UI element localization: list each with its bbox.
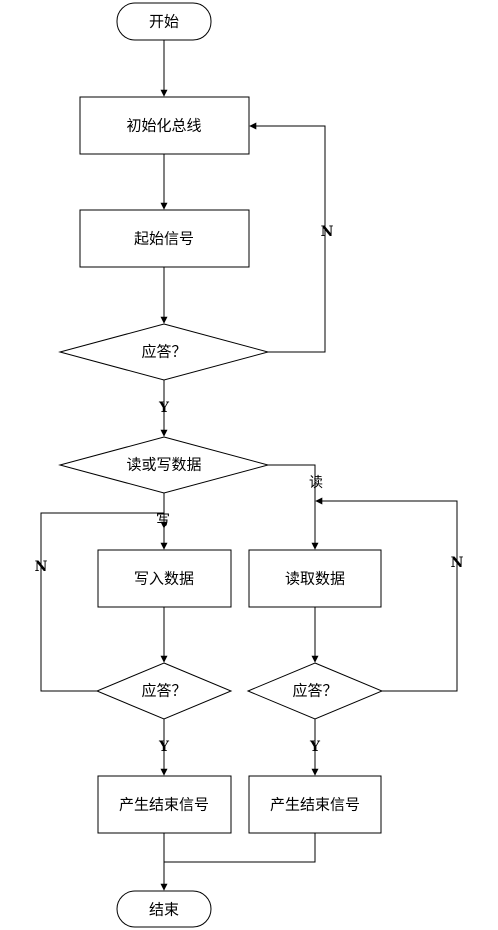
read-branch-label: 读: [309, 474, 323, 491]
edge-ack-read-no-loop: [316, 500, 458, 692]
read-or-write-decision: 读或写数据: [58, 436, 270, 494]
start-signal-label: 起始信号: [134, 230, 194, 248]
init-bus-node: 初始化总线: [79, 96, 250, 155]
end-signal-read-label: 产生结束信号: [270, 796, 360, 814]
end-signal-write-label: 产生结束信号: [119, 796, 209, 814]
ack-read-yes-label: Y: [309, 739, 321, 755]
ack-write-label: 应答？: [141, 682, 186, 700]
ack-write-yes-label: Y: [158, 739, 170, 755]
write-data-node: 写入数据: [97, 549, 232, 608]
ack1-label: 应答？: [141, 343, 186, 361]
ack-read-label: 应答？: [292, 682, 337, 700]
start-node: 开始: [116, 2, 212, 41]
end-label: 结束: [149, 901, 179, 919]
ack1-decision: 应答？: [58, 323, 270, 381]
read-or-write-label: 读或写数据: [126, 456, 201, 474]
init-bus-label: 初始化总线: [126, 117, 201, 135]
read-data-node: 读取数据: [248, 549, 382, 608]
edge-read-branch: [268, 464, 319, 550]
end-signal-read-node: 产生结束信号: [248, 775, 382, 834]
end-node: 结束: [116, 890, 212, 928]
end-signal-write-node: 产生结束信号: [97, 775, 232, 834]
ack-read-no-label: N: [451, 555, 464, 571]
edge-ack-write-no-loop: [40, 512, 168, 692]
ack-write-decision: 应答？: [95, 662, 233, 720]
ack-write-no-label: N: [35, 559, 48, 575]
ack-read-decision: 应答？: [246, 662, 384, 720]
start-label: 开始: [149, 13, 179, 31]
edge-ack1-no-loop: [249, 122, 326, 353]
ack1-yes-label: Y: [158, 400, 170, 416]
write-data-label: 写入数据: [134, 570, 194, 588]
read-data-label: 读取数据: [285, 570, 345, 588]
edge-end-signal-read-merge: [164, 833, 316, 863]
start-signal-node: 起始信号: [79, 209, 250, 268]
write-branch-label: 写: [156, 513, 170, 529]
ack1-no-label: N: [321, 224, 334, 240]
